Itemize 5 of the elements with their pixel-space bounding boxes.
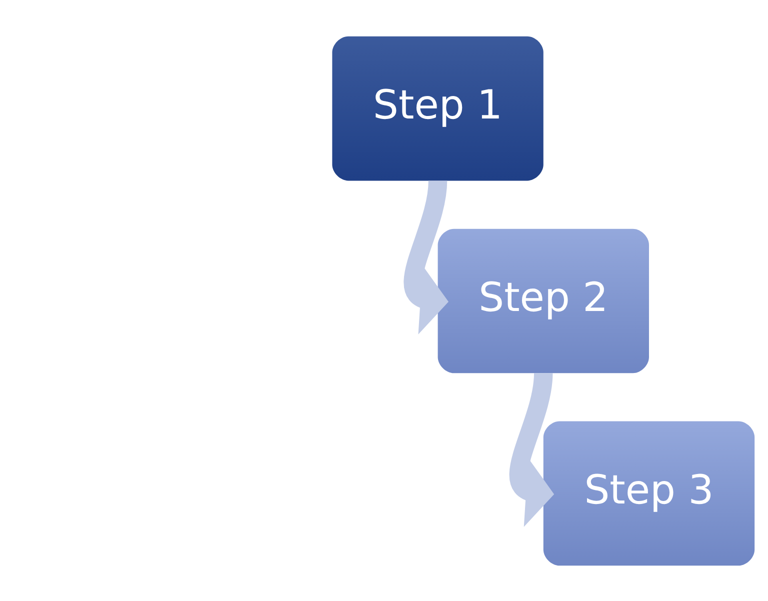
node-box: Step 3 (543, 420, 755, 566)
node-box: Step 2 (438, 228, 649, 373)
arrow (404, 180, 449, 334)
node-box: Step 1 (332, 36, 544, 180)
arrow (510, 372, 554, 526)
